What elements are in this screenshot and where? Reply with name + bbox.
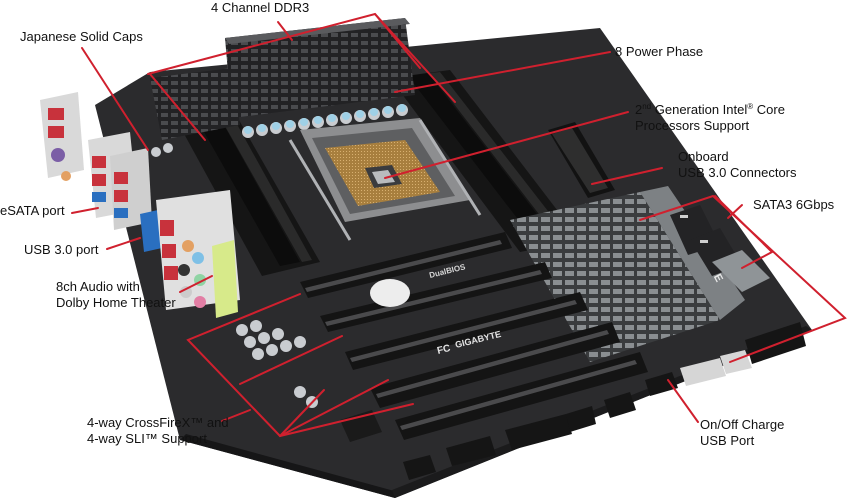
solid-capacitors: [151, 143, 173, 157]
callout-multi-gpu-line2: 4-way SLI™ Support: [87, 431, 207, 446]
callout-onoff-charge-line1: On/Off Charge: [700, 417, 785, 432]
callout-cpu-line1: 2nd Generation Intel® Core: [635, 102, 785, 117]
callout-solid-caps: Japanese Solid Caps: [20, 29, 143, 45]
atx-power-connector: [548, 122, 615, 198]
rear-io-panel: [40, 92, 240, 318]
sata-connectors: [670, 205, 770, 292]
callout-esata: eSATA port: [0, 203, 65, 219]
callout-multi-gpu-line1: 4-way CrossFireX™ and: [87, 415, 229, 430]
vrm-heatsink: [150, 18, 415, 140]
callout-audio: 8ch Audio with Dolby Home Theater: [56, 279, 176, 311]
callout-esata-text: eSATA port: [0, 203, 65, 218]
callout-audio-line1: 8ch Audio with: [56, 279, 140, 294]
callout-usb3-port-text: USB 3.0 port: [24, 242, 99, 257]
callout-usb3-connectors-line1: Onboard: [678, 149, 729, 164]
callout-sata3: SATA3 6Gbps: [753, 197, 834, 213]
callout-onoff-charge-line2: USB Port: [700, 433, 755, 448]
callout-usb3-connectors: Onboard USB 3.0 Connectors: [678, 149, 797, 181]
fcc-marking: FC: [436, 343, 452, 357]
cmos-battery: [370, 279, 410, 307]
audio-codec-chip: [340, 410, 382, 442]
callout-usb3-port: USB 3.0 port: [24, 242, 98, 258]
callout-audio-line2: Dolby Home Theater: [56, 295, 176, 310]
callout-ddr3-text: 4 Channel DDR3: [211, 0, 310, 15]
callout-sata3-text: SATA3 6Gbps: [753, 197, 835, 212]
callout-onoff-charge: On/Off Charge USB Port: [700, 417, 784, 449]
ddr3-slots-right: [390, 70, 580, 252]
callout-power-phase-text: 8 Power Phase: [615, 44, 704, 59]
callout-usb3-connectors-line2: USB 3.0 Connectors: [678, 165, 797, 180]
callout-cpu-support: 2nd Generation Intel® Core Processors Su…: [635, 102, 785, 134]
leader-lines: [71, 12, 847, 438]
callout-cpu-line2: Processors Support: [635, 118, 750, 133]
cpu-socket: [288, 118, 482, 241]
callout-ddr3: 4 Channel DDR3: [211, 0, 309, 16]
callout-multi-gpu: 4-way CrossFireX™ and 4-way SLI™ Support: [87, 415, 229, 447]
callout-solid-caps-text: Japanese Solid Caps: [20, 29, 143, 44]
bottom-pin-headers: [403, 372, 678, 480]
callout-power-phase: 8 Power Phase: [615, 44, 703, 60]
